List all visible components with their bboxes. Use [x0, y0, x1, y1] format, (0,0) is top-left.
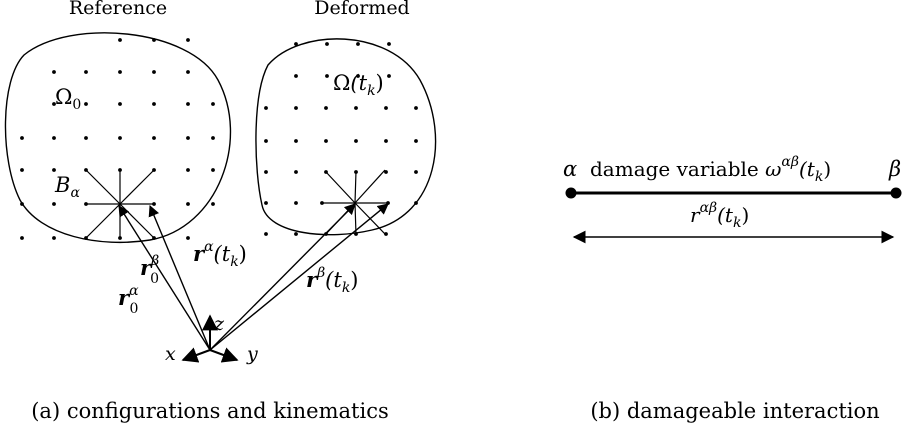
reference-point — [186, 168, 190, 172]
reference-material-points — [20, 38, 215, 240]
reference-point — [84, 70, 88, 74]
node-beta-label: β — [888, 157, 901, 181]
deformed-point — [264, 139, 268, 143]
caption-a: (a) configurations and kinematics — [31, 399, 389, 423]
reference-point — [20, 168, 24, 172]
deformed-point — [264, 232, 268, 236]
deformed-title: Deformed — [314, 0, 409, 19]
deformed-point — [414, 170, 418, 174]
deformed-point — [294, 232, 298, 236]
reference-point — [84, 102, 88, 106]
b-alpha-label: Bα — [54, 173, 80, 201]
reference-point — [118, 38, 122, 42]
deformed-body-outline — [255, 38, 437, 236]
x-axis-arrow — [181, 347, 211, 363]
deformed-point — [294, 106, 298, 110]
vector-r-alpha-t — [209, 203, 356, 351]
node-beta — [890, 187, 902, 199]
deformed-neighborhood-bonds — [322, 169, 388, 236]
r-beta-t-label: rβ(tk) — [306, 265, 359, 296]
deformed-point — [354, 106, 358, 110]
reference-point — [20, 236, 24, 240]
deformed-point — [325, 42, 329, 46]
deformed-point — [294, 139, 298, 143]
reference-point — [211, 168, 215, 172]
reference-point — [118, 102, 122, 106]
reference-point — [20, 202, 24, 206]
y-axis-label: y — [246, 343, 258, 365]
vector-r-beta-t — [209, 203, 389, 351]
reference-point — [152, 70, 156, 74]
deformed-point — [324, 106, 328, 110]
deformed-point — [414, 139, 418, 143]
reference-point — [186, 38, 190, 42]
deformed-point — [387, 42, 391, 46]
reference-point — [52, 70, 56, 74]
reference-point — [211, 102, 215, 106]
deformed-point — [294, 74, 298, 78]
reference-point — [118, 136, 122, 140]
node-alpha — [565, 187, 577, 199]
z-axis-label: z — [213, 313, 225, 335]
deformed-point — [354, 139, 358, 143]
deformed-point — [414, 106, 418, 110]
deformed-point — [325, 74, 329, 78]
deformed-point — [387, 74, 391, 78]
reference-neighborhood-bonds — [85, 169, 155, 239]
deformed-point — [356, 74, 360, 78]
omega-t-label: Ω(tk) — [333, 71, 384, 99]
reference-body-outline — [4, 32, 232, 243]
reference-point — [152, 38, 156, 42]
deformed-point — [384, 106, 388, 110]
deformed-point — [264, 170, 268, 174]
reference-point — [52, 168, 56, 172]
reference-point — [52, 236, 56, 240]
reference-point — [20, 136, 24, 140]
deformed-material-points — [264, 42, 418, 236]
reference-point — [118, 70, 122, 74]
node-alpha-label: α — [563, 157, 577, 181]
damage-variable-label: damage variable ωαβ(tk) — [590, 154, 831, 185]
deformed-point — [324, 139, 328, 143]
distance-label: rαβ(tk) — [690, 200, 749, 231]
reference-point — [211, 202, 215, 206]
deformed-point — [356, 42, 360, 46]
deformed-point — [264, 201, 268, 205]
reference-point — [186, 236, 190, 240]
reference-point — [186, 102, 190, 106]
x-axis-label: x — [165, 343, 176, 365]
deformed-point — [414, 201, 418, 205]
reference-point — [211, 136, 215, 140]
deformed-point — [294, 201, 298, 205]
reference-title: Reference — [69, 0, 167, 19]
reference-point — [52, 202, 56, 206]
reference-point — [186, 136, 190, 140]
reference-point — [52, 102, 56, 106]
deformed-point — [294, 170, 298, 174]
y-axis-arrow — [209, 347, 239, 363]
vector-r0-alpha — [118, 205, 211, 351]
deformed-point — [384, 170, 388, 174]
r-alpha-t-label: rα(tk) — [193, 239, 247, 270]
deformed-point — [384, 232, 388, 236]
reference-point — [152, 136, 156, 140]
vector-r0-beta — [148, 204, 211, 351]
deformed-point — [264, 106, 268, 110]
reference-point — [186, 202, 190, 206]
caption-b: (b) damageable interaction — [590, 399, 879, 423]
reference-point — [52, 136, 56, 140]
deformed-point — [294, 42, 298, 46]
omega0-label: Ω0 — [55, 85, 81, 113]
reference-point — [152, 102, 156, 106]
deformed-point — [384, 139, 388, 143]
reference-point — [186, 70, 190, 74]
reference-point — [84, 136, 88, 140]
